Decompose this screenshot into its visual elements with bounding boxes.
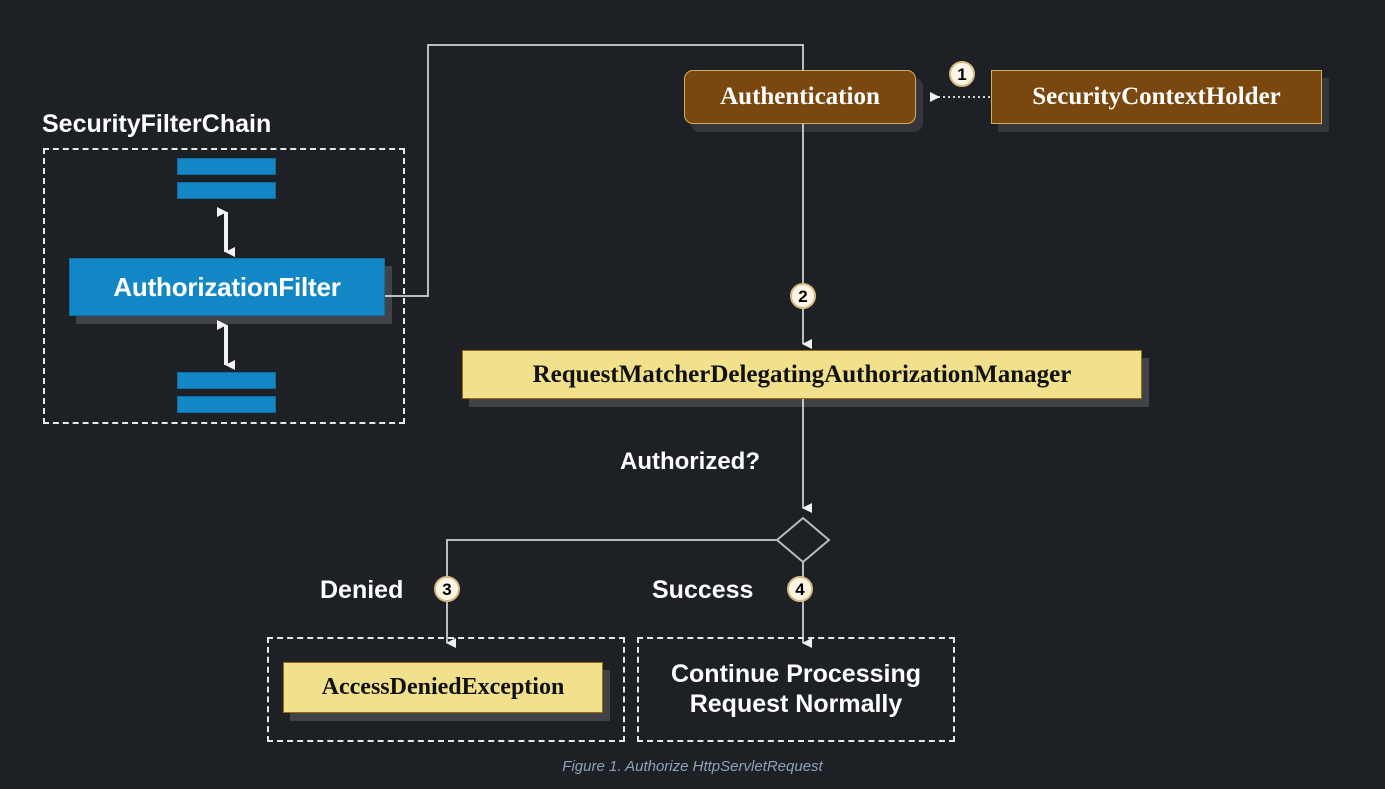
authorized-question-label: Authorized? bbox=[620, 448, 760, 475]
requestmatcher-authorization-manager-box[interactable]: RequestMatcherDelegatingAuthorizationMan… bbox=[462, 350, 1142, 399]
success-group-container bbox=[637, 637, 955, 742]
continue-processing-line-2: Request Normally bbox=[689, 689, 903, 718]
accessdeniedexception-box[interactable]: AccessDeniedException bbox=[283, 662, 603, 713]
step-badge-3: 3 bbox=[434, 576, 460, 602]
step-badge-2: 2 bbox=[790, 283, 816, 309]
step-badge-4: 4 bbox=[787, 576, 813, 602]
authorization-filter-box[interactable]: AuthorizationFilter bbox=[69, 258, 385, 316]
securitycontextholder-box[interactable]: SecurityContextHolder bbox=[991, 70, 1322, 124]
filter-bar-bottom-2[interactable] bbox=[177, 396, 276, 413]
filter-bar-bottom-1[interactable] bbox=[177, 372, 276, 389]
filter-bar-top-2[interactable] bbox=[177, 182, 276, 199]
denied-group-container bbox=[267, 637, 625, 742]
figure-caption: Figure 1. Authorize HttpServletRequest bbox=[562, 758, 823, 775]
securityfilterchain-container bbox=[43, 148, 405, 424]
filter-bar-top-1[interactable] bbox=[177, 158, 276, 175]
decision-diamond bbox=[775, 516, 831, 564]
securityfilterchain-title: SecurityFilterChain bbox=[42, 110, 272, 138]
continue-processing-line-1: Continue Processing bbox=[670, 660, 922, 688]
success-branch-label: Success bbox=[652, 576, 754, 604]
authentication-box[interactable]: Authentication bbox=[684, 70, 916, 124]
step-badge-1: 1 bbox=[949, 61, 975, 87]
denied-branch-label: Denied bbox=[320, 576, 404, 604]
continue-processing-text: Continue Processing Request Normally bbox=[637, 637, 955, 742]
